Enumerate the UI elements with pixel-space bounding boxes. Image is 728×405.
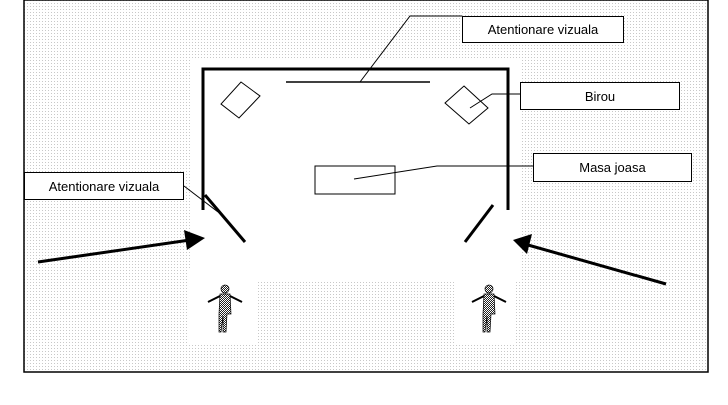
arrow-left-icon: [37, 230, 205, 264]
desk-right: [444, 85, 489, 125]
label-side-warning: Atentionare vizuala: [24, 172, 184, 200]
leader-desk: [469, 93, 520, 109]
leader-low-table: [353, 165, 533, 180]
room-walls: [201, 67, 510, 210]
arrow-right-icon: [513, 234, 667, 286]
person-icon-left: [207, 284, 243, 333]
leader-top-warning: [359, 15, 462, 83]
person-icon-right: [471, 284, 507, 333]
leader-side-warning: [183, 185, 219, 213]
label-top-warning: Atentionare vizuala: [462, 16, 624, 43]
label-desk: Birou: [520, 82, 680, 110]
door-warning-right: [463, 204, 495, 243]
low-table: [314, 165, 396, 195]
room-area: [190, 60, 520, 280]
door-warning-left: [203, 194, 247, 243]
desk-left: [220, 81, 261, 119]
label-low-table: Masa joasa: [533, 153, 692, 182]
